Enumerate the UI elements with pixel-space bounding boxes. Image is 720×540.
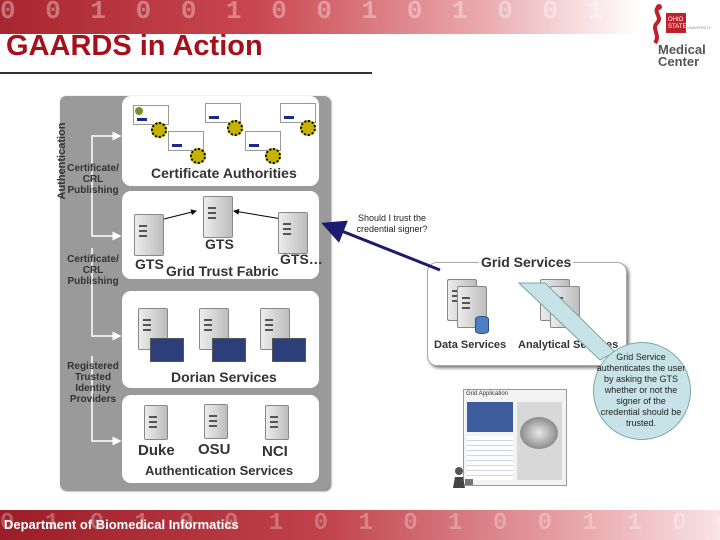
title-underline xyxy=(0,72,372,74)
crl1-line2: CRL xyxy=(82,174,104,185)
ct-scan-image xyxy=(520,417,558,449)
idp-line1: Registered xyxy=(67,361,119,372)
idp-server-icon xyxy=(265,405,289,440)
certificate-icon xyxy=(280,103,316,123)
slide-title: GAARDS in Action xyxy=(6,30,263,62)
panel-connectors xyxy=(91,131,122,446)
crl-publishing-label-2: Certificate/ CRL Publishing xyxy=(62,254,124,287)
crl2-line2: CRL xyxy=(82,265,104,276)
identity-providers-label: Registered Trusted Identity Providers xyxy=(62,361,124,405)
binary-pattern: 0 0 1 0 0 1 0 0 1 0 1 0 0 1 1 0 xyxy=(0,0,640,26)
certificate-icon xyxy=(245,131,281,151)
footer-banner: 0 1 0 1 0 0 1 0 1 0 1 0 0 1 1 0 0 1 xyxy=(0,510,720,540)
idp-name-nci: NCI xyxy=(262,443,288,460)
footer-department: Department of Biomedical Informatics xyxy=(4,517,239,532)
crl1-line1: Certificate/ xyxy=(67,163,119,174)
monitor-icon xyxy=(212,338,246,362)
gts-label-left: GTS xyxy=(135,256,164,272)
trust-question-label: Should I trust the credential signer? xyxy=(356,213,428,234)
gts-label-right: GTS… xyxy=(280,251,323,267)
gts-server-icon xyxy=(278,212,308,254)
logo-ohio: OHIO xyxy=(668,17,684,23)
crl2-line3: Publishing xyxy=(67,276,119,287)
logo-center: Center xyxy=(658,54,700,69)
results-table-thumbnail xyxy=(467,436,513,480)
grid-application-title: Grid Application xyxy=(466,391,509,397)
idp-line2: Trusted xyxy=(74,372,112,383)
idp-name-osu: OSU xyxy=(198,441,231,458)
medical-center-logo: OHIO STATE UNIVERSITY xyxy=(653,4,711,45)
ct-scan-panel xyxy=(517,402,562,480)
gts-label-center: GTS xyxy=(205,236,234,252)
idp-server-icon xyxy=(204,404,228,439)
monitor-icon xyxy=(150,338,184,362)
certificate-icon xyxy=(168,131,204,151)
dorian-services-title: Dorian Services xyxy=(171,369,277,385)
gear-icon xyxy=(190,148,206,164)
callout-bubble xyxy=(593,342,691,440)
gts-server-icon xyxy=(203,196,233,238)
grid-services-title: Grid Services xyxy=(479,254,574,270)
authentication-services-title: Authentication Services xyxy=(145,463,294,478)
user-at-computer-icon xyxy=(450,466,474,490)
gts-server-icon xyxy=(134,214,164,256)
idp-line4: Providers xyxy=(69,394,117,405)
usa-map-thumbnail xyxy=(467,402,513,432)
monitor-icon xyxy=(272,338,306,362)
data-services-label: Data Services xyxy=(434,339,507,351)
grid-trust-fabric-title: Grid Trust Fabric xyxy=(166,263,279,279)
header-banner: 0 0 1 0 0 1 0 0 1 0 1 0 0 1 1 0 xyxy=(0,0,640,34)
idp-line3: Identity xyxy=(75,383,111,394)
callout-text: Grid Service authenticates the user by a… xyxy=(596,352,686,428)
crl2-line1: Certificate/ xyxy=(67,254,119,265)
logo-wordmark: Medical Center xyxy=(658,42,718,69)
certificate-icon xyxy=(205,103,241,123)
certificate-seal-icon xyxy=(135,107,143,115)
crl1-line3: Publishing xyxy=(67,185,119,196)
database-icon xyxy=(475,316,489,334)
logo-university: UNIVERSITY xyxy=(687,25,711,30)
idp-server-icon xyxy=(144,405,168,440)
idp-name-duke: Duke xyxy=(138,442,175,459)
crl-publishing-label-1: Certificate/ CRL Publishing xyxy=(62,163,124,196)
logo-state: STATE xyxy=(668,24,686,30)
gear-icon xyxy=(265,148,281,164)
gear-icon xyxy=(300,120,316,136)
gear-icon xyxy=(151,122,167,138)
certificate-authorities-title: Certificate Authorities xyxy=(151,165,297,181)
logo-medical: Medical xyxy=(658,42,706,57)
binary-pattern: 0 1 0 1 0 0 1 0 1 0 1 0 0 1 1 0 0 1 xyxy=(0,510,720,537)
gear-icon xyxy=(227,120,243,136)
